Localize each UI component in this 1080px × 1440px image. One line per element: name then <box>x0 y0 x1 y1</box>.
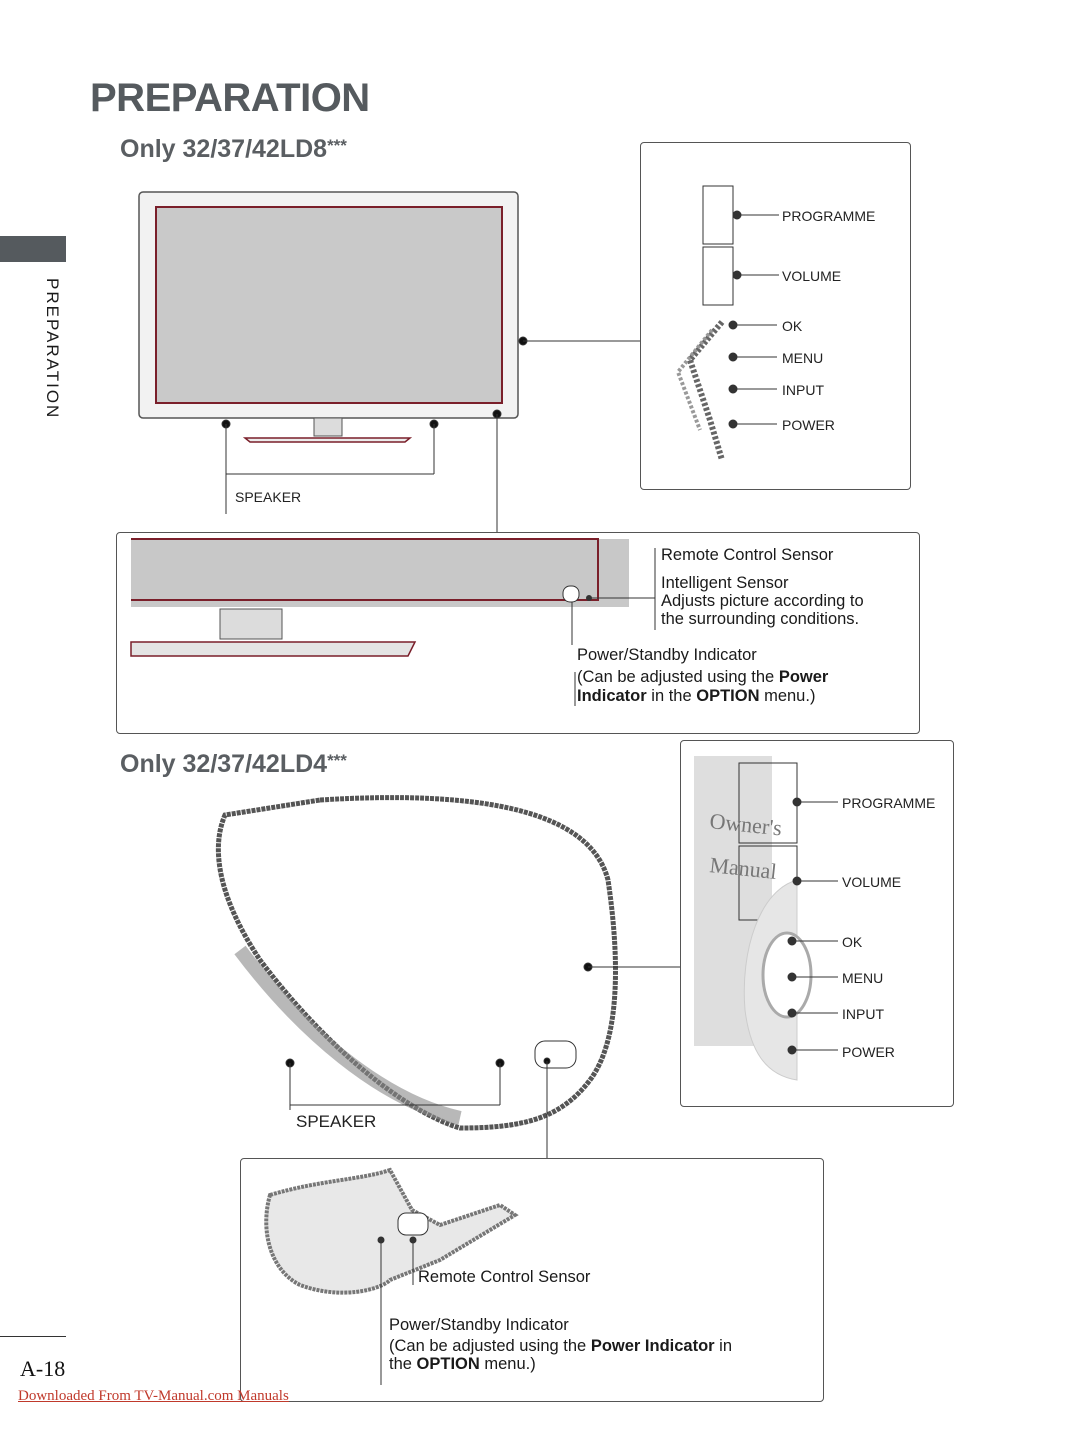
intelligent-sensor-label: Intelligent Sensor <box>661 574 789 592</box>
model-stars: *** <box>327 136 347 155</box>
footer-divider <box>0 1336 66 1337</box>
control-label-programme: PROGRAMME <box>842 795 936 811</box>
control-label-menu: MENU <box>842 970 884 986</box>
side-control-panel-1 <box>675 185 779 461</box>
control-panel-box-2 <box>680 740 954 1107</box>
remote-sensor-label: Remote Control Sensor <box>418 1268 591 1286</box>
model-name: Only 32/37/42LD8 <box>120 135 328 163</box>
model-heading-ld4: Only 32/37/42LD4*** <box>120 750 347 779</box>
page-title: PREPARATION <box>90 76 370 120</box>
side-control-panel-2: Owner's Manual <box>694 756 838 1081</box>
intelligent-sensor-desc-2: the surrounding conditions. <box>661 610 860 628</box>
tv-rear-illustration <box>215 795 618 1131</box>
speaker-connectors-2 <box>285 962 680 1158</box>
tv-bottom-detail-2 <box>264 1167 519 1385</box>
speaker-connectors-1 <box>221 419 439 514</box>
control-label-volume: VOLUME <box>842 874 902 890</box>
control-label-input: INPUT <box>782 382 824 398</box>
side-tab-marker <box>0 236 66 262</box>
standby-indicator-label: Power/Standby Indicator <box>577 646 757 664</box>
side-tab-label: PREPARATION <box>43 278 62 420</box>
remote-sensor-label: Remote Control Sensor <box>661 546 834 564</box>
control-label-ok: OK <box>782 318 803 334</box>
control-label-programme: PROGRAMME <box>782 208 876 224</box>
speaker-label: SPEAKER <box>235 489 302 505</box>
page-number: A-18 <box>20 1356 66 1381</box>
standby-indicator-label: Power/Standby Indicator <box>389 1316 569 1334</box>
control-label-volume: VOLUME <box>782 268 842 284</box>
tv-front-illustration <box>138 191 519 443</box>
control-label-input: INPUT <box>842 1006 884 1022</box>
sensor-detail-box-1 <box>116 532 920 734</box>
standby-indicator-note-2: the OPTION menu.) <box>389 1355 536 1373</box>
control-label-power: POWER <box>782 417 835 433</box>
control-label-ok: OK <box>842 934 863 950</box>
model-name: Only 32/37/42LD4 <box>120 750 328 778</box>
control-panel-box-1 <box>640 142 911 490</box>
sensor-detail-box-2 <box>240 1158 824 1402</box>
model-heading-ld8: Only 32/37/42LD8*** <box>120 135 347 164</box>
speaker-label: SPEAKER <box>296 1112 377 1131</box>
control-label-power: POWER <box>842 1044 895 1060</box>
intelligent-sensor-desc-1: Adjusts picture according to <box>661 592 864 610</box>
standby-indicator-note-2: Indicator in the OPTION menu.) <box>577 687 816 705</box>
download-source-link[interactable]: Downloaded From TV-Manual.com Manuals <box>18 1388 289 1404</box>
standby-indicator-note-1: (Can be adjusted using the Power Indicat… <box>389 1337 733 1355</box>
control-label-menu: MENU <box>782 350 824 366</box>
tv-bottom-detail-1 <box>130 538 656 706</box>
standby-indicator-note-1: (Can be adjusted using the Power <box>577 668 829 686</box>
model-stars: *** <box>327 751 347 770</box>
side-control-connector <box>492 336 641 532</box>
